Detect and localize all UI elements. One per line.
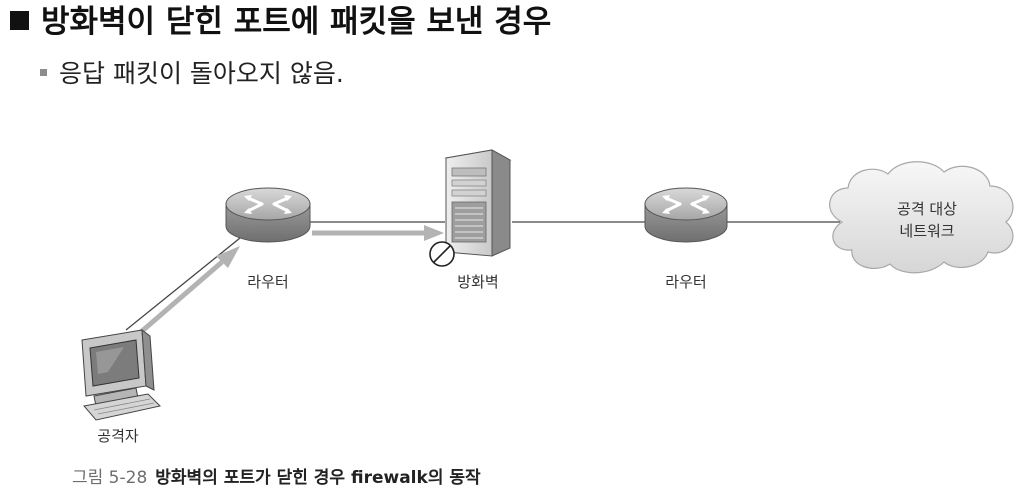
- left-router-label: 라우터: [247, 273, 288, 291]
- arrow-router-to-firewall-head: [424, 225, 444, 241]
- sub-bullet: 응답 패킷이 돌아오지 않음.: [40, 56, 344, 92]
- firewall-label: 방화벽: [457, 273, 498, 291]
- left-router-icon: [225, 187, 311, 243]
- cloud-label-line2: 네트워크: [899, 222, 954, 240]
- figure-caption-text: 방화벽의 포트가 닫힌 경우 firewalk의 동작: [155, 468, 481, 488]
- heading-text: 방화벽이 닫힌 포트에 패킷을 보낸 경우: [41, 4, 552, 40]
- right-router-icon: [644, 187, 728, 243]
- small-square-bullet-icon: [40, 69, 47, 76]
- packet-arrows: [132, 225, 444, 340]
- connection-lines: [125, 221, 840, 331]
- attacker-computer-icon: [81, 328, 162, 421]
- arrow-attacker-to-router-shaft: [132, 260, 224, 340]
- figure-number: 그림 5-28: [72, 468, 148, 488]
- arrow-attacker-to-router-head: [216, 246, 240, 268]
- figure-caption: 그림 5-28 방화벽의 포트가 닫힌 경우 firewalk의 동작: [72, 466, 481, 490]
- heading: 방화벽이 닫힌 포트에 패킷을 보낸 경우: [10, 2, 551, 42]
- attacker-label: 공격자: [97, 427, 139, 445]
- square-bullet-icon: [10, 11, 29, 30]
- link-attacker-to-left-router: [125, 237, 241, 331]
- blocked-port-icon: [429, 241, 455, 267]
- firewall-server-icon: [444, 149, 512, 257]
- target-network-cloud-icon: 공격 대상 네트워크: [829, 161, 1014, 274]
- sub-bullet-text: 응답 패킷이 돌아오지 않음.: [59, 59, 344, 88]
- cloud-label-line1: 공격 대상: [897, 200, 957, 218]
- right-router-label: 라우터: [665, 273, 706, 291]
